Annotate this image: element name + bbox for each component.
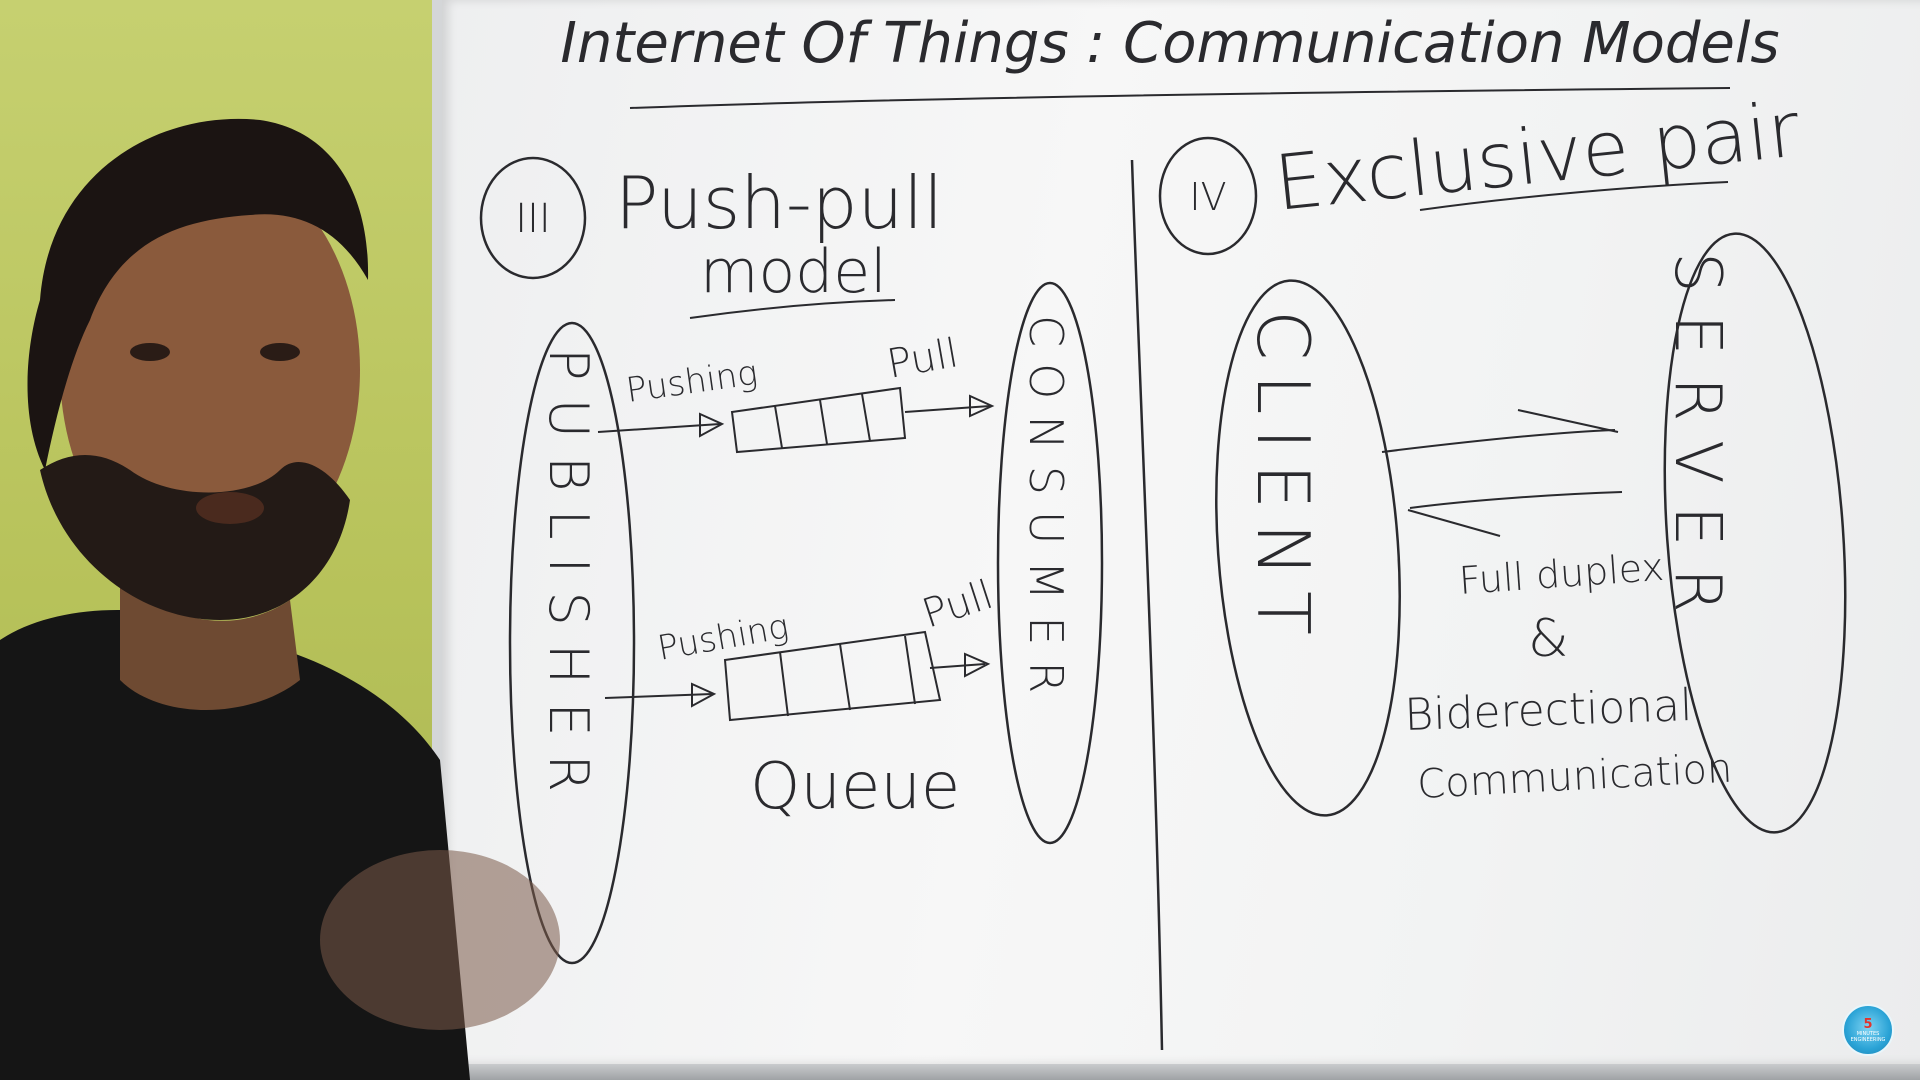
push-arrowhead-top	[699, 412, 725, 438]
server-label: SERVER	[1660, 252, 1734, 635]
presenter-neck	[120, 560, 300, 710]
title-underline	[629, 87, 1731, 109]
server-to-client-arrowhead	[1407, 509, 1501, 537]
server-to-client-arrow	[1409, 491, 1623, 509]
numeral-circle-iii	[479, 156, 587, 280]
client-label: CLIENT	[1241, 310, 1325, 649]
channel-logo: 5 MINUTES ENGINEERING	[1842, 1004, 1894, 1056]
push-arrow-bottom	[604, 693, 713, 699]
logo-number: 5	[1863, 1016, 1873, 1032]
publisher-label: PUBLISHER	[537, 348, 600, 810]
bidirectional-text: Biderectional	[1404, 680, 1693, 741]
whiteboard	[432, 0, 1920, 1064]
publisher-ellipse	[508, 321, 636, 965]
board-title: Internet Of Things : Communication Model…	[560, 11, 1779, 76]
queue-top	[730, 386, 907, 454]
model-underline	[689, 299, 896, 319]
exclusive-pair-underline	[1419, 181, 1729, 211]
pull-arrow-top	[904, 405, 991, 413]
numeral-iv: IV	[1189, 175, 1226, 219]
presenter-eye-left	[130, 343, 170, 361]
section-divider	[1130, 159, 1164, 1051]
queue-bottom-cells	[779, 635, 916, 717]
numeral-circle-iv	[1158, 136, 1258, 256]
push-pull-heading: Push-pull	[615, 161, 943, 245]
presenter-hand	[320, 850, 560, 1030]
whiteboard-tray	[432, 1064, 1920, 1080]
presenter-hair	[27, 118, 369, 470]
client-to-server-arrow	[1381, 429, 1616, 453]
pull-arrowhead-top	[969, 394, 995, 418]
client-to-server-arrowhead	[1517, 409, 1619, 433]
ampersand-text: &	[1528, 609, 1569, 669]
presenter-beard	[40, 455, 350, 620]
pull-arrow-bottom	[929, 663, 986, 669]
queue-top-cells	[774, 393, 871, 449]
client-ellipse	[1215, 279, 1401, 817]
presenter-eye-right	[260, 343, 300, 361]
consumer-label: CONSUMER	[1019, 315, 1073, 709]
queue-label: Queue	[750, 750, 960, 824]
consumer-ellipse	[996, 281, 1104, 845]
numeral-iii: III	[515, 196, 550, 242]
logo-caption: MINUTES ENGINEERING	[1850, 1030, 1886, 1043]
presenter-mouth	[196, 492, 264, 524]
queue-bottom	[723, 630, 942, 722]
server-ellipse	[1663, 232, 1847, 834]
pull-arrowhead-bottom	[964, 652, 991, 678]
push-arrowhead-bottom	[691, 682, 717, 708]
model-heading: model	[700, 237, 887, 307]
